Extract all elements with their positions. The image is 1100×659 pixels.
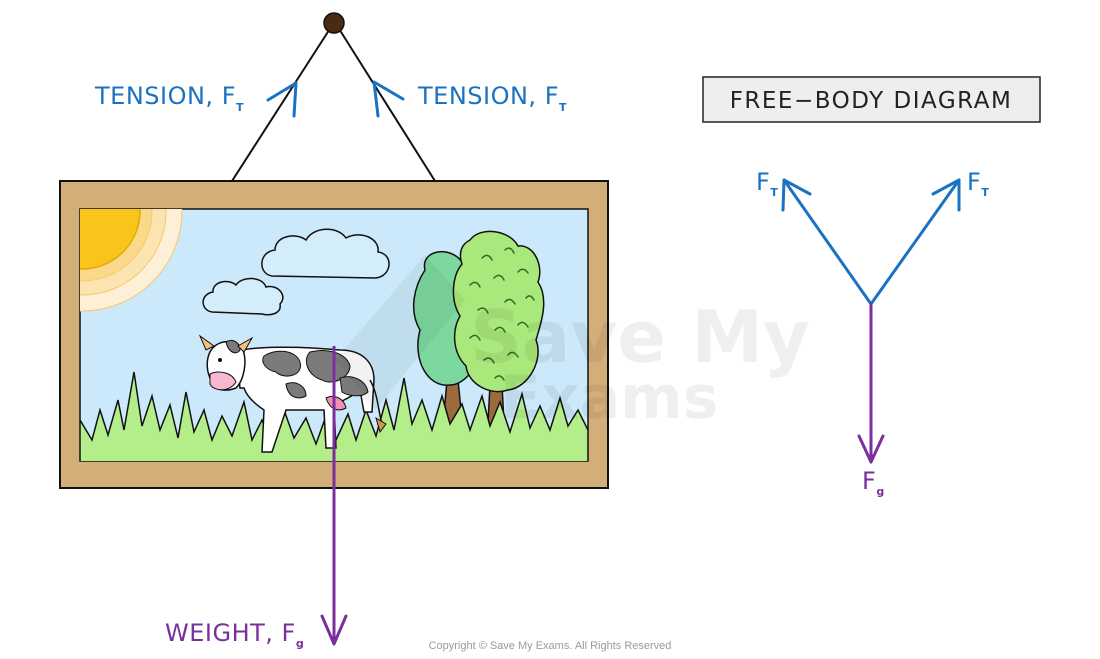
fbd-tension-left-vector [782,178,873,306]
fbd-title: FREE−BODY DIAGRAM [730,88,1013,114]
tension-arrow-left [266,81,298,118]
nail [323,12,345,34]
cloud-icon [202,277,284,316]
tension-arrow-right [372,80,405,118]
fbd-tension-left-arrowhead [781,178,812,212]
fbd-ft-left-label: FT [756,168,778,199]
sun-icon [80,209,183,312]
watermark-line2: Exams [500,363,718,433]
tension-label-right: TENSION, FT [417,82,567,114]
fbd-tension-right-arrowhead [931,178,961,212]
fbd-ft-right-label: FT [967,168,989,199]
cloud-icon [261,228,390,279]
watermark-logo-icon [335,255,465,410]
fbd-vectors [781,178,961,464]
fbd-weight-arrowhead [857,434,885,464]
weight-arrowhead [320,614,348,646]
copyright-text: Copyright © Save My Exams. All Rights Re… [429,640,672,652]
hanging-strings [231,23,436,182]
tension-label-left: TENSION, FT [94,82,244,114]
weight-label: WEIGHT, Fg [165,619,304,650]
left-string [231,23,334,182]
picture-scene [80,209,588,461]
watermark: Save My Exams [335,255,810,433]
watermark-line1: Save My [470,295,810,379]
fbd-fg-label: Fg [862,467,885,498]
cow-icon [198,334,387,453]
fbd-title-box [702,76,1041,123]
right-string [335,23,436,182]
fbd-tension-right-vector [869,178,961,306]
